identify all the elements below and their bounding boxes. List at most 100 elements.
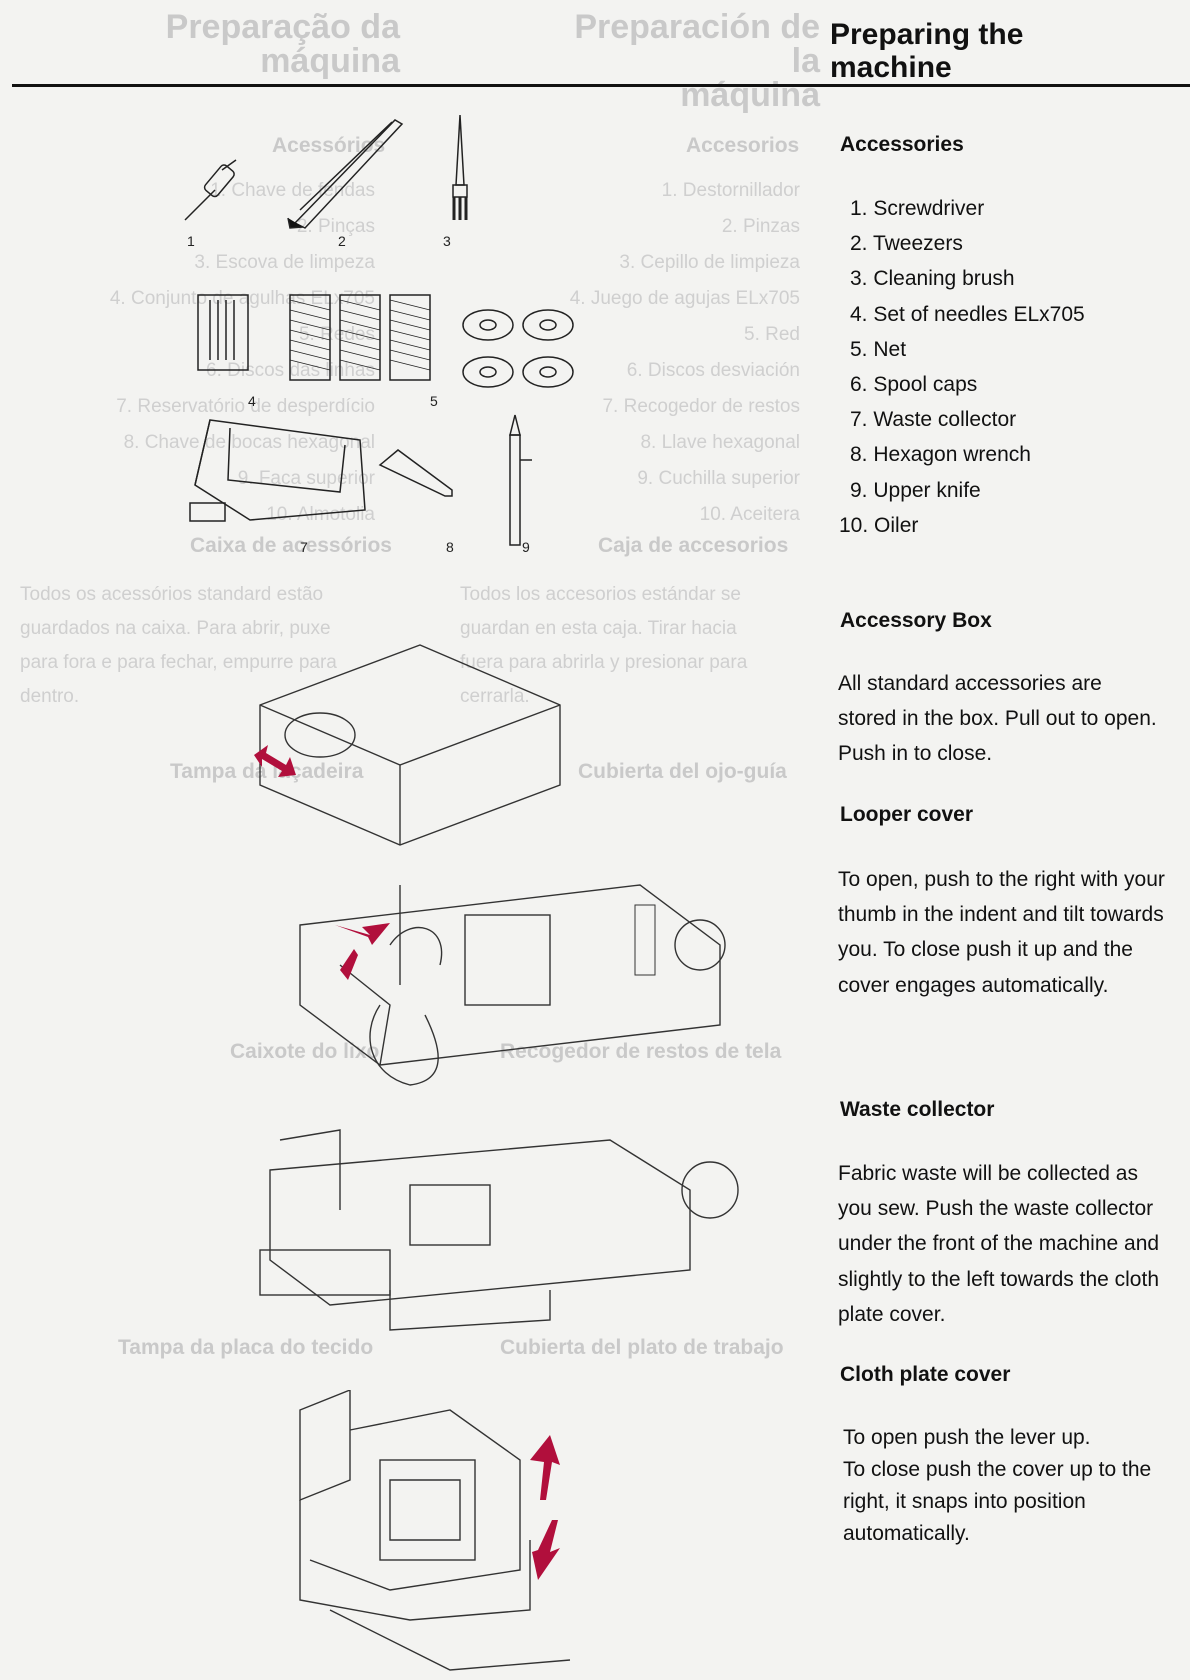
figure-label: 9 xyxy=(522,539,530,555)
cloth-plate-cover-line: automatically. xyxy=(843,1522,970,1545)
tweezers-icon xyxy=(287,119,404,229)
ghost-pt-title-1: Preparação da xyxy=(165,8,400,46)
accessory-item: 8. Hexagon wrench xyxy=(850,443,1031,467)
ghost-pt-caixa: Caixa de acessórios xyxy=(190,534,392,557)
accessory-item: 4. Set of needles ELx705 xyxy=(850,302,1085,326)
looper-cover-section: Looper cover xyxy=(840,803,1190,827)
ghost-item: 5. Red xyxy=(744,324,800,345)
cloth-plate-cover-text: To open push the lever up. To close push… xyxy=(843,1422,1190,1550)
accessory-box-line: stored in the box. Pull out to open. xyxy=(838,707,1157,731)
cloth-plate-cover-illustration xyxy=(299,1390,571,1671)
accessory-box-heading: Accessory Box xyxy=(840,609,992,632)
ghost-item: 2. Pinças xyxy=(296,216,375,237)
pull-arrow-icon xyxy=(254,745,390,980)
accessory-box-line: Push in to close. xyxy=(838,742,993,766)
accessory-item: 3. Cleaning brush xyxy=(850,267,1015,291)
ghost-item: 8. Llave hexagonal xyxy=(640,432,800,453)
upper-knife-icon xyxy=(509,414,532,546)
ghost-item: 6. Discos desviación xyxy=(626,360,800,381)
cloth-plate-cover-line: To open push the lever up. xyxy=(843,1426,1091,1449)
waste-collector-line: under the front of the machine and xyxy=(838,1232,1160,1256)
page-title: Preparing the machine xyxy=(830,18,1023,84)
waste-collector-line: slightly to the left towards the cloth xyxy=(838,1267,1159,1291)
ghost-item: 5. Redes xyxy=(298,324,375,345)
accessory-box-line: All standard accessories are xyxy=(838,672,1102,695)
cleaning-brush-icon xyxy=(452,114,468,220)
ghost-pt-caixote: Caixote do lixo xyxy=(230,1040,380,1063)
ghost-es-title-2: máquina xyxy=(680,76,820,114)
ghost-pt-caixa-line: dentro. xyxy=(20,686,80,707)
looper-cover-line: To open, push to the right with your xyxy=(838,868,1165,891)
waste-collector-heading: Waste collector xyxy=(840,1098,995,1121)
net-icon xyxy=(289,294,431,381)
looper-cover-line: cover engages automatically. xyxy=(838,973,1109,997)
accessory-item: 7. Waste collector xyxy=(850,408,1017,432)
waste-collector-line: Fabric waste will be collected as xyxy=(838,1162,1138,1185)
ghost-es-caja: Caja de accesorios xyxy=(598,534,789,557)
looper-cover-text: To open, push to the right with your thu… xyxy=(838,862,1188,1003)
needle-set-icon xyxy=(197,294,249,371)
ghost-item: 1. Destornillador xyxy=(661,180,800,201)
ghost-es-caja-line: Todos los accesorios estándar se xyxy=(460,584,741,605)
ghost-item: 3. Escova de limpeza xyxy=(194,252,375,273)
page-title-line: machine xyxy=(830,51,952,84)
ghost-item: 4. Conjunto de agulhas ELx705 xyxy=(109,288,375,309)
ghost-es-caja-line: cerrarla. xyxy=(460,686,530,707)
cloth-plate-cover-line: right, it snaps into position xyxy=(843,1490,1086,1513)
waste-collector-line: plate cover. xyxy=(838,1302,946,1326)
ghost-item: 1. Chave de fendas xyxy=(210,180,375,201)
screwdriver-icon xyxy=(184,159,237,221)
figure-label: 5 xyxy=(430,393,438,409)
ghost-item: 10. Aceitera xyxy=(699,504,800,525)
ghost-item: 7. Reservatório de desperdício xyxy=(116,396,375,417)
ghost-es-cubierta-plato: Cubierta del plato de trabajo xyxy=(500,1336,784,1359)
accessory-item: 2. Tweezers xyxy=(850,232,963,256)
figure-label: 2 xyxy=(338,233,346,249)
accessory-item: 1. Screwdriver xyxy=(850,197,985,220)
accessory-item: 10. Oiler xyxy=(839,513,919,537)
ghost-pt-title-2: máquina xyxy=(260,42,400,80)
waste-collector-icon xyxy=(189,419,366,522)
looper-cover-line: you. To close push it up and the xyxy=(838,938,1133,962)
looper-cover-illustration xyxy=(254,644,726,1086)
ghost-item: 4. Juego de agujas ELx705 xyxy=(569,288,800,309)
waste-collector-text: Fabric waste will be collected as you se… xyxy=(838,1156,1188,1332)
waste-collector-line: you sew. Push the waste collector xyxy=(838,1197,1154,1221)
ghost-item: 3. Cepillo de limpieza xyxy=(619,252,800,273)
waste-collector-section: Waste collector xyxy=(840,1098,1190,1122)
accessories-heading: Accessories xyxy=(840,133,964,156)
ghost-item: 9. Cuchilla superior xyxy=(637,468,800,489)
accessory-item: 5. Net xyxy=(850,337,907,361)
ghost-pt-caixa-line: Todos os acessórios standard estão xyxy=(20,584,324,605)
ghost-pt-tampa-placa: Tampa da placa do tecido xyxy=(118,1336,374,1359)
ghost-es-caja-line: guardan en esta caja. Tirar hacia xyxy=(460,618,737,639)
ghost-es-caja-line: fuera para abrirla y presionar para xyxy=(460,652,748,673)
figure-label: 4 xyxy=(248,393,256,409)
hexagon-wrench-icon xyxy=(378,449,453,497)
ghost-es-accesorios: Accesorios xyxy=(686,134,800,157)
ghost-pt-tampa: Tampa da laçadeira xyxy=(170,760,364,783)
figure-label: 3 xyxy=(443,233,451,249)
cloth-plate-cover-section: Cloth plate cover xyxy=(840,1363,1190,1387)
accessory-item: 6. Spool caps xyxy=(850,373,978,397)
cloth-plate-cover-line: To close push the cover up to the xyxy=(843,1458,1152,1481)
figure-label: 8 xyxy=(446,539,454,555)
page-title-line: Preparing the xyxy=(830,18,1024,51)
ghost-pt-acessorios: Acessórios xyxy=(272,134,386,157)
accessories-section: Accessories xyxy=(840,133,1190,157)
looper-cover-heading: Looper cover xyxy=(840,803,974,826)
figure-label: 7 xyxy=(300,539,308,555)
spool-caps-icon xyxy=(462,309,574,388)
ghost-item: 8. Chave de bocas hexagonal xyxy=(123,432,375,453)
accessory-item: 9. Upper knife xyxy=(850,478,981,502)
open-close-arrow-icon xyxy=(530,1435,560,1580)
accessories-list: 1. Screwdriver 2. Tweezers 3. Cleaning b… xyxy=(839,191,1190,543)
ghost-item: 2. Pinzas xyxy=(721,216,800,237)
ghost-item: 7. Recogedor de restos xyxy=(602,396,800,417)
cloth-plate-cover-heading: Cloth plate cover xyxy=(840,1363,1011,1386)
ghost-pt-caixa-line: guardados na caixa. Para abrir, puxe xyxy=(20,618,331,639)
accessory-box-text: All standard accessories are stored in t… xyxy=(838,666,1188,772)
accessories-illustration: 1 2 3 4 5 6 7 8 9 xyxy=(184,114,574,555)
figure-label: 1 xyxy=(187,233,195,249)
accessory-box-section: Accessory Box xyxy=(840,609,1190,633)
